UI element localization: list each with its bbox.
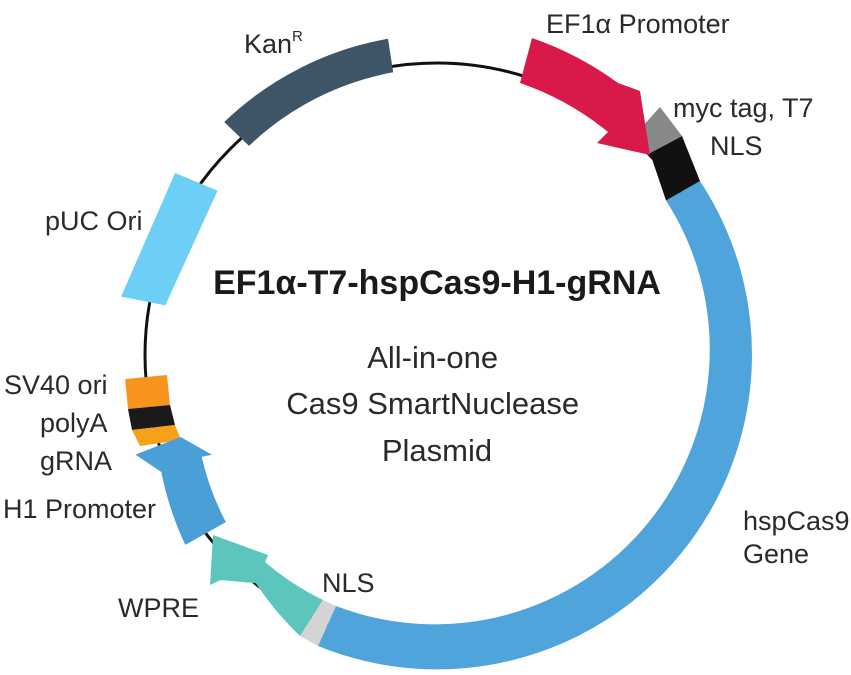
kanr-segment	[224, 38, 394, 146]
polya-segment	[128, 405, 175, 430]
h1-promoter-arrow	[135, 437, 226, 545]
kanr-label-text: Kan	[244, 29, 292, 59]
hspcas9-gene-segment	[318, 181, 752, 670]
plasmid-title: EF1α-T7-hspCas9-H1-gRNA	[213, 264, 661, 302]
plasmid-subtitle: All-in-one Cas9 SmartNuclease Plasmid	[286, 340, 588, 468]
nls-top-label: NLS	[710, 131, 763, 161]
nls-bottom-segment	[300, 600, 336, 646]
ef1a-promoter-arrow	[520, 38, 650, 155]
hspcas9-gene-label-line-1: hspCas9	[743, 506, 850, 536]
polya-label: polyA	[40, 408, 108, 438]
nls-top-segment	[650, 136, 700, 201]
kanr-label: KanR	[244, 28, 303, 59]
sv40-ori-segment	[125, 375, 170, 409]
kanr-label-superscript: R	[292, 28, 303, 45]
hspcas9-gene-label: hspCas9 Gene	[743, 506, 851, 569]
subtitle-line-1: All-in-one	[367, 340, 498, 375]
grna-label: gRNA	[40, 446, 112, 476]
h1-promoter-label: H1 Promoter	[3, 494, 156, 524]
puc-ori-segment	[121, 173, 218, 306]
wpre-label: WPRE	[118, 593, 199, 623]
sv40-ori-label: SV40 ori	[4, 370, 108, 400]
ef1a-promoter-label: EF1α Promoter	[546, 9, 730, 39]
grna-segment	[132, 425, 181, 446]
subtitle-line-3: Plasmid	[382, 433, 492, 468]
subtitle-line-2: Cas9 SmartNuclease	[286, 386, 579, 421]
nls-bottom-label: NLS	[322, 568, 375, 598]
myc-tag-label: myc tag, T7	[673, 93, 814, 123]
wpre-arrow	[210, 535, 323, 636]
puc-ori-label: pUC Ori	[45, 206, 143, 236]
hspcas9-gene-label-line-2: Gene	[743, 539, 809, 569]
